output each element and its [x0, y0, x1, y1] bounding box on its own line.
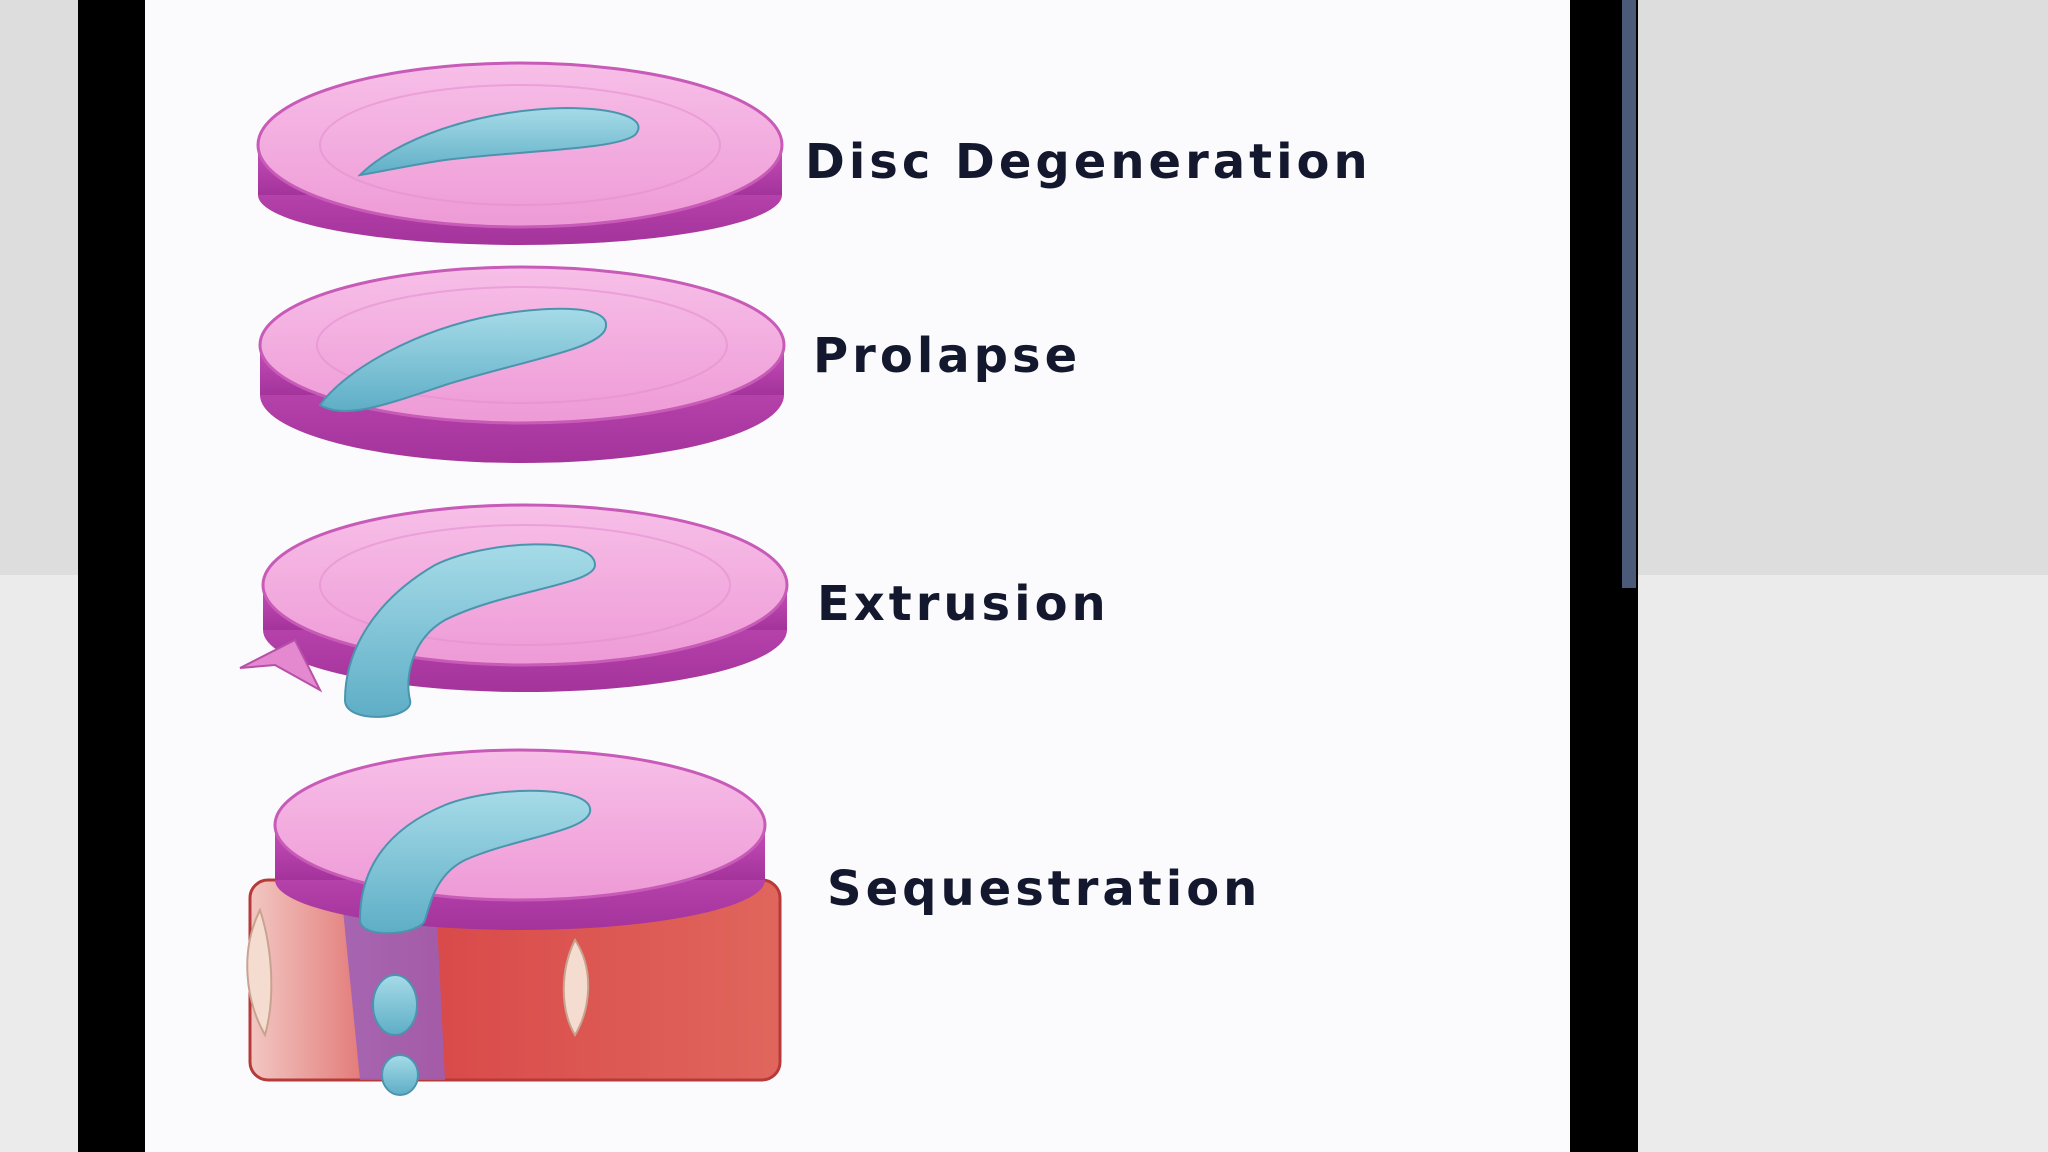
extrusion-illustration: [239, 503, 789, 718]
label-sequestration: Sequestration: [827, 861, 1262, 917]
label-extrusion: Extrusion: [817, 576, 1110, 632]
label-disc-degeneration: Disc Degeneration: [805, 134, 1372, 190]
disc-degeneration-illustration: [256, 61, 784, 245]
accent-bar: [1622, 0, 1636, 588]
disc-illustrations: [239, 61, 789, 1096]
diagram-panel: Disc Degeneration Prolapse Extrusion Seq…: [145, 0, 1570, 1152]
sequestration-illustration: [246, 748, 782, 1096]
label-prolapse: Prolapse: [813, 328, 1082, 384]
prolapse-illustration: [258, 265, 786, 463]
